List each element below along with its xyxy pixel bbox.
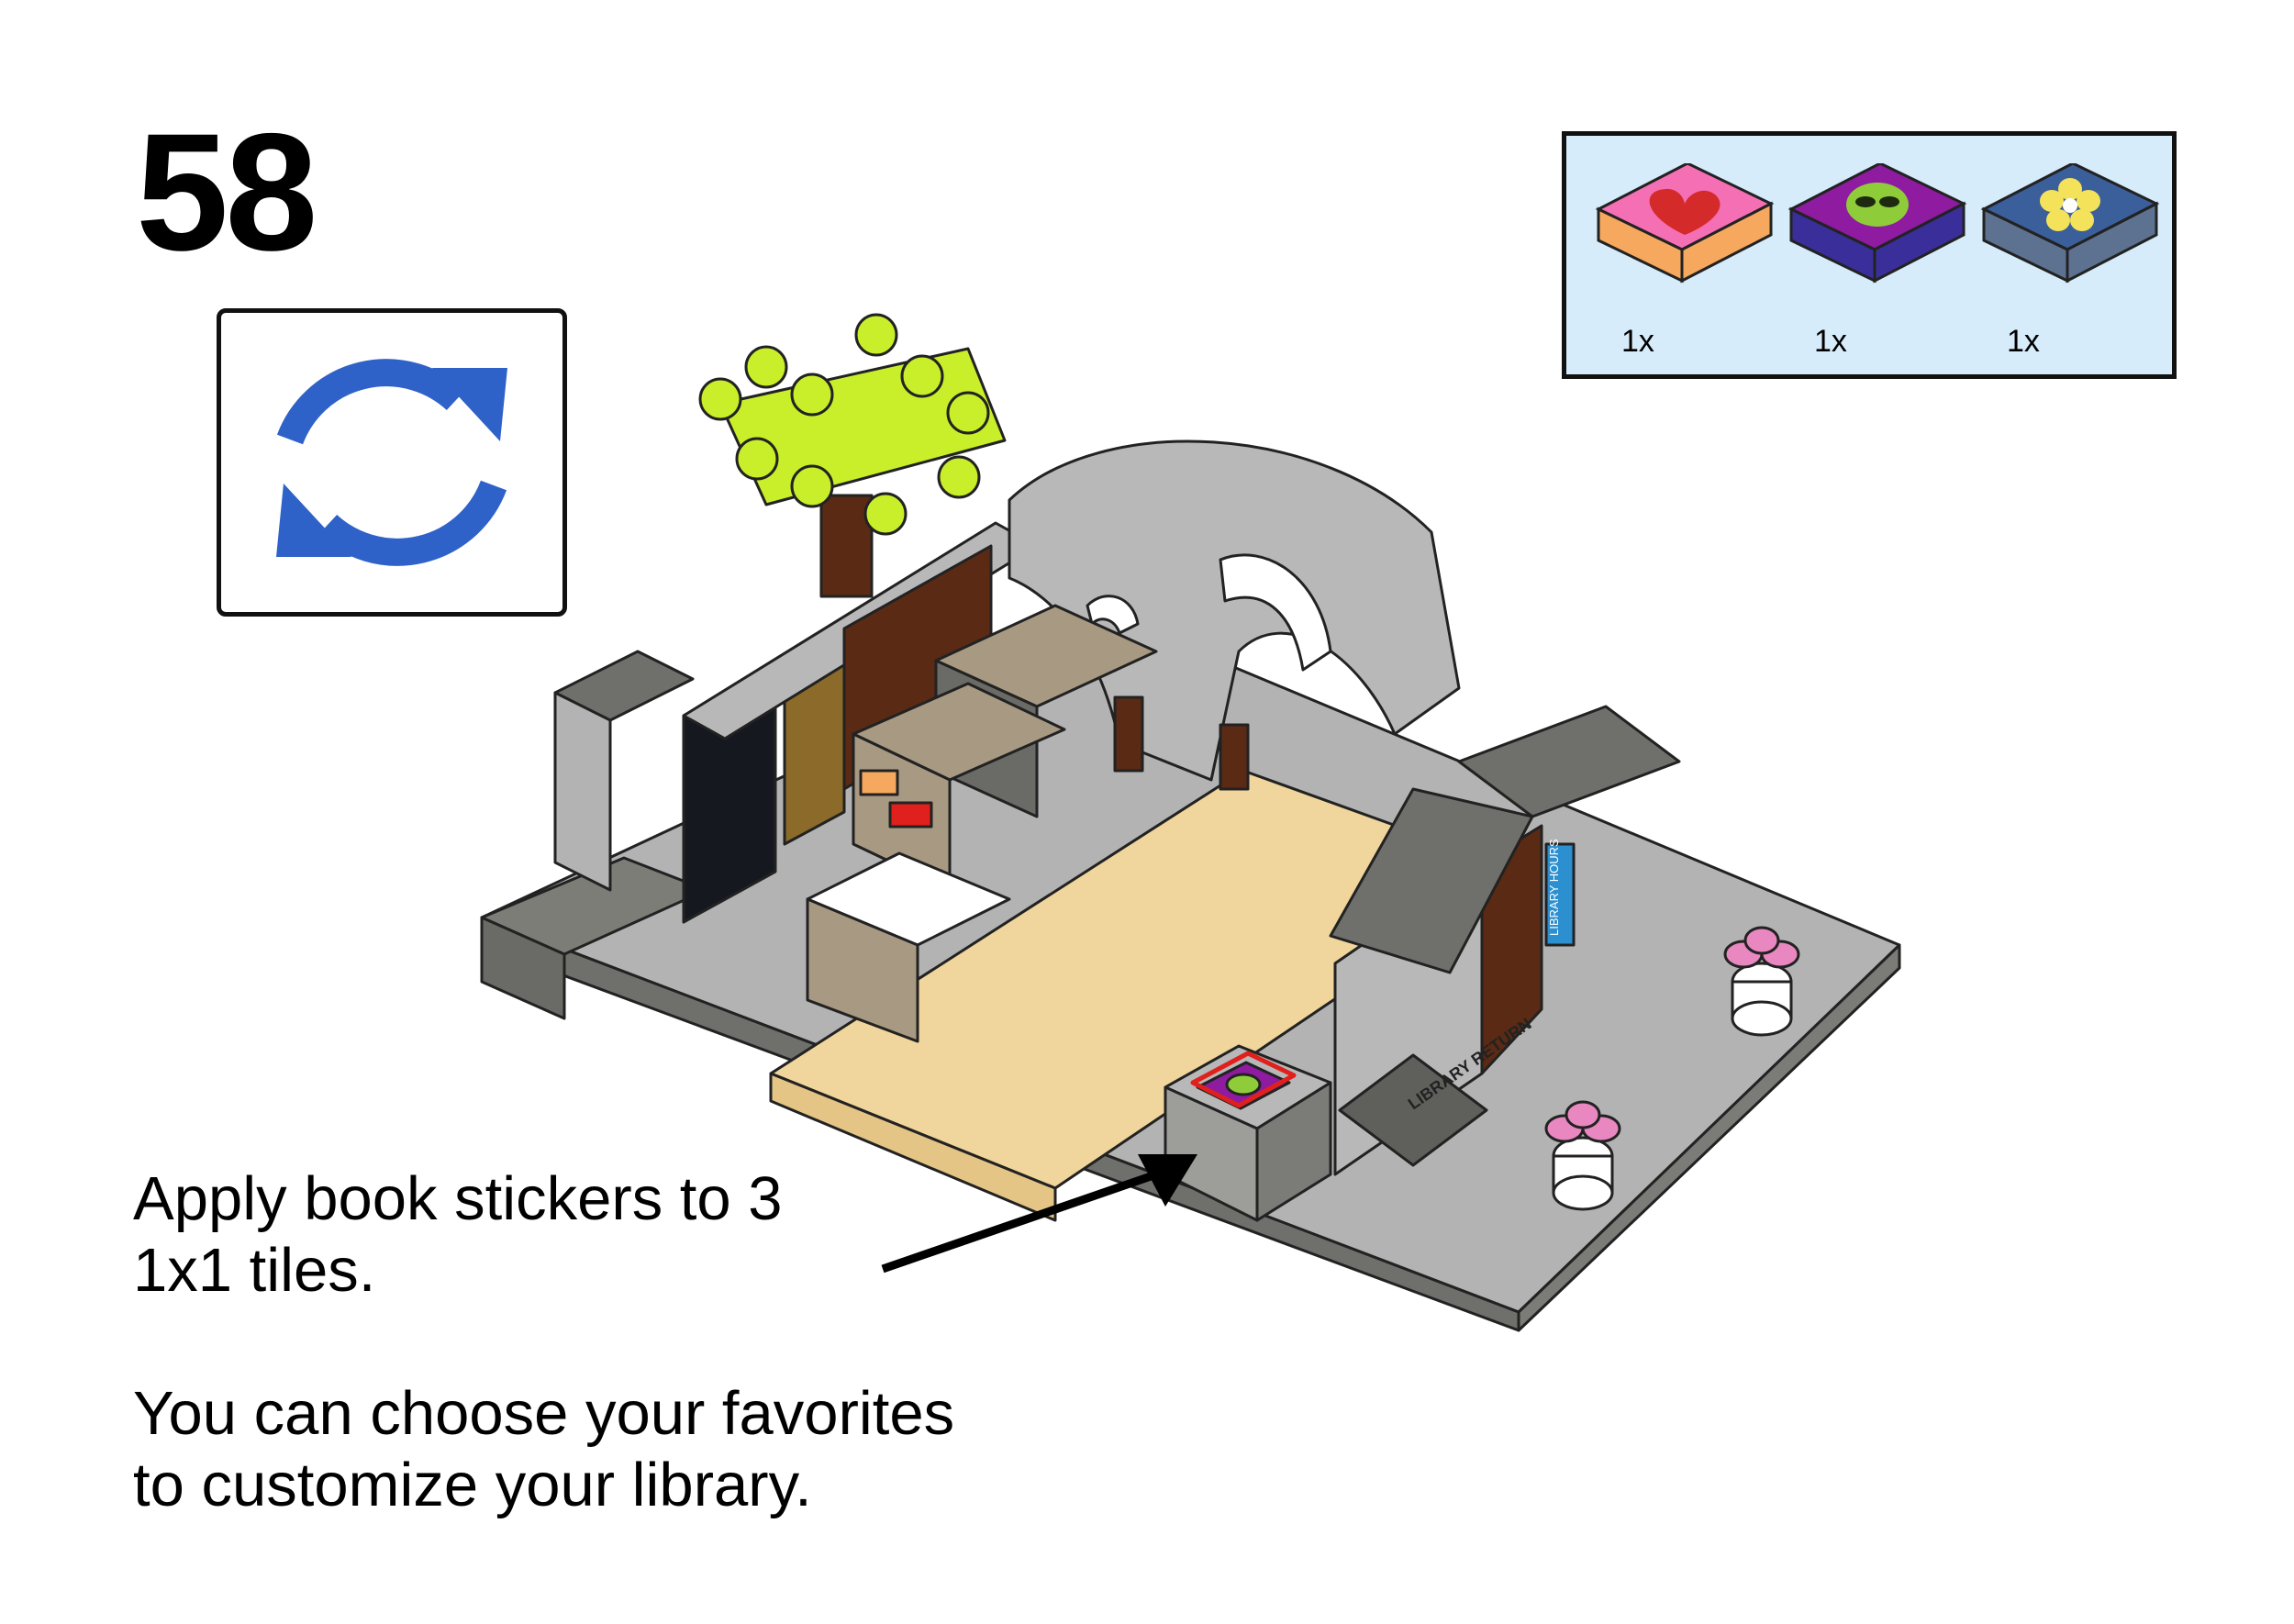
flower-tile-icon [1979, 163, 2163, 301]
instruction-line-1: Apply book stickers to 3 1x1 tiles. [133, 1163, 1234, 1307]
part-qty: 1x [2007, 324, 2040, 360]
alien-tile-icon [1787, 163, 1970, 301]
instruction-text: Apply book stickers to 3 1x1 tiles. You … [133, 1163, 1234, 1521]
library-hours-label: LIBRARY HOURS [1547, 839, 1561, 936]
part-flower-tile: 1x [1979, 163, 2163, 347]
heart-tile-icon [1594, 163, 1777, 301]
instruction-line-2: You can choose your favorites to customi… [133, 1378, 1234, 1521]
step-number: 58 [136, 108, 314, 275]
